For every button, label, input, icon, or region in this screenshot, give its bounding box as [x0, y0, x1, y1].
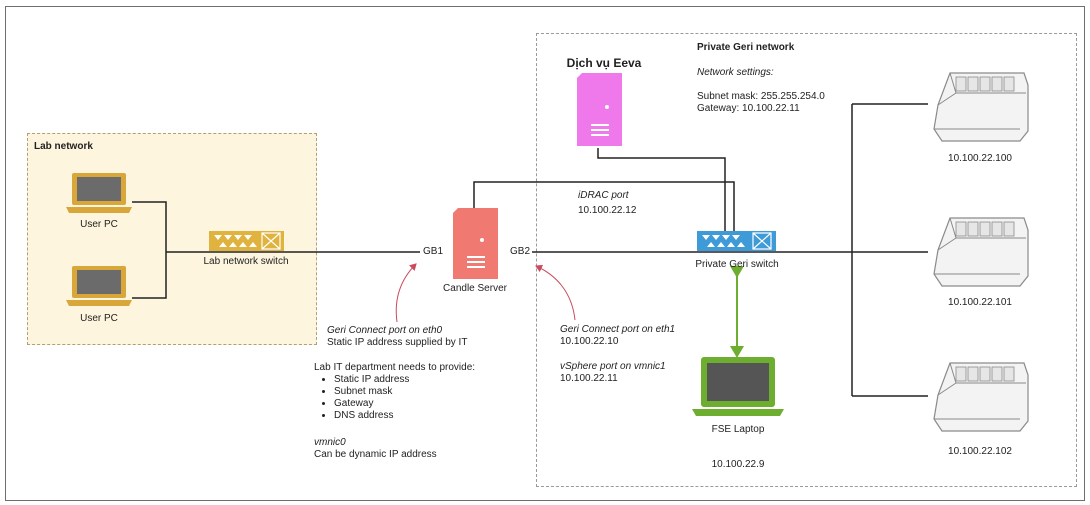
- subnet-mask-text: Subnet mask: 255.255.254.0: [697, 91, 825, 102]
- user-pc-1-laptop-icon: [66, 173, 132, 213]
- lab-network-title: Lab network: [34, 141, 93, 152]
- it-requirements-list: Static IP address Subnet mask Gateway DN…: [314, 374, 409, 422]
- private-geri-network-zone: [536, 33, 1077, 487]
- geri-incubator-icon: [933, 217, 1029, 287]
- vmnic0-note: Can be dynamic IP address: [314, 449, 437, 460]
- geri-device-1-ip: 10.100.22.100: [948, 153, 1012, 164]
- pc1-link: [132, 201, 167, 299]
- fse-laptop-icon: [692, 357, 784, 416]
- vsphere-port-title: vSphere port on vmnic1: [560, 361, 666, 372]
- eth1-port-ip: 10.100.22.10: [560, 336, 619, 347]
- private-geri-switch-label: Private Geri switch: [695, 259, 779, 270]
- it-requirements-intro: Lab IT department needs to provide:: [314, 362, 476, 373]
- eth0-port-note: Static IP address supplied by IT: [327, 337, 468, 348]
- vsphere-port-ip: 10.100.22.11: [560, 373, 618, 384]
- user-pc-2-laptop-icon: [66, 266, 132, 306]
- gb2-port-label: GB2: [508, 246, 533, 258]
- candle-server-label: Candle Server: [443, 283, 507, 294]
- idrac-link: [473, 181, 735, 232]
- requirement-item: Static IP address: [334, 374, 409, 386]
- geri-device-2-ip: 10.100.22.101: [948, 297, 1012, 308]
- eth1-port-title: Geri Connect port on eth1: [560, 324, 676, 335]
- eth0-arrow: [395, 263, 417, 323]
- requirement-item: DNS address: [334, 410, 409, 422]
- geri-incubator-icon: [933, 72, 1029, 142]
- eth0-port-title: Geri Connect port on eth0: [327, 325, 443, 336]
- private-network-title: Private Geri network: [697, 42, 795, 53]
- vmnic0-title: vmnic0: [314, 437, 346, 448]
- lab-network-switch-label: Lab network switch: [203, 256, 289, 267]
- eeva-link: [597, 148, 726, 232]
- gateway-text: Gateway: 10.100.22.11: [697, 103, 800, 114]
- requirement-item: Subnet mask: [334, 386, 409, 398]
- fse-laptop-ip: 10.100.22.9: [711, 459, 765, 470]
- fse-laptop-label: FSE Laptop: [711, 424, 765, 435]
- diagram-frame: [5, 6, 1085, 501]
- eeva-server-icon: [577, 73, 622, 146]
- candle-server-icon: [453, 208, 498, 279]
- idrac-port-ip: 10.100.22.12: [578, 205, 637, 216]
- gb1-port-label: GB1: [421, 246, 446, 258]
- idrac-port-title: iDRAC port: [578, 190, 629, 201]
- eth1-arrow: [535, 264, 576, 321]
- user-pc-2-label: User PC: [80, 313, 118, 324]
- private-geri-switch-icon: [697, 231, 776, 251]
- user-pc-1-label: User PC: [80, 219, 118, 230]
- geri-incubator-icon: [933, 362, 1029, 432]
- network-settings-title: Network settings:: [697, 67, 774, 78]
- lab-network-switch-icon: [209, 231, 284, 251]
- geri-device-3-ip: 10.100.22.102: [948, 446, 1012, 457]
- requirement-item: Gateway: [334, 398, 409, 410]
- eeva-service-label: Dịch vụ Eeva: [566, 56, 642, 70]
